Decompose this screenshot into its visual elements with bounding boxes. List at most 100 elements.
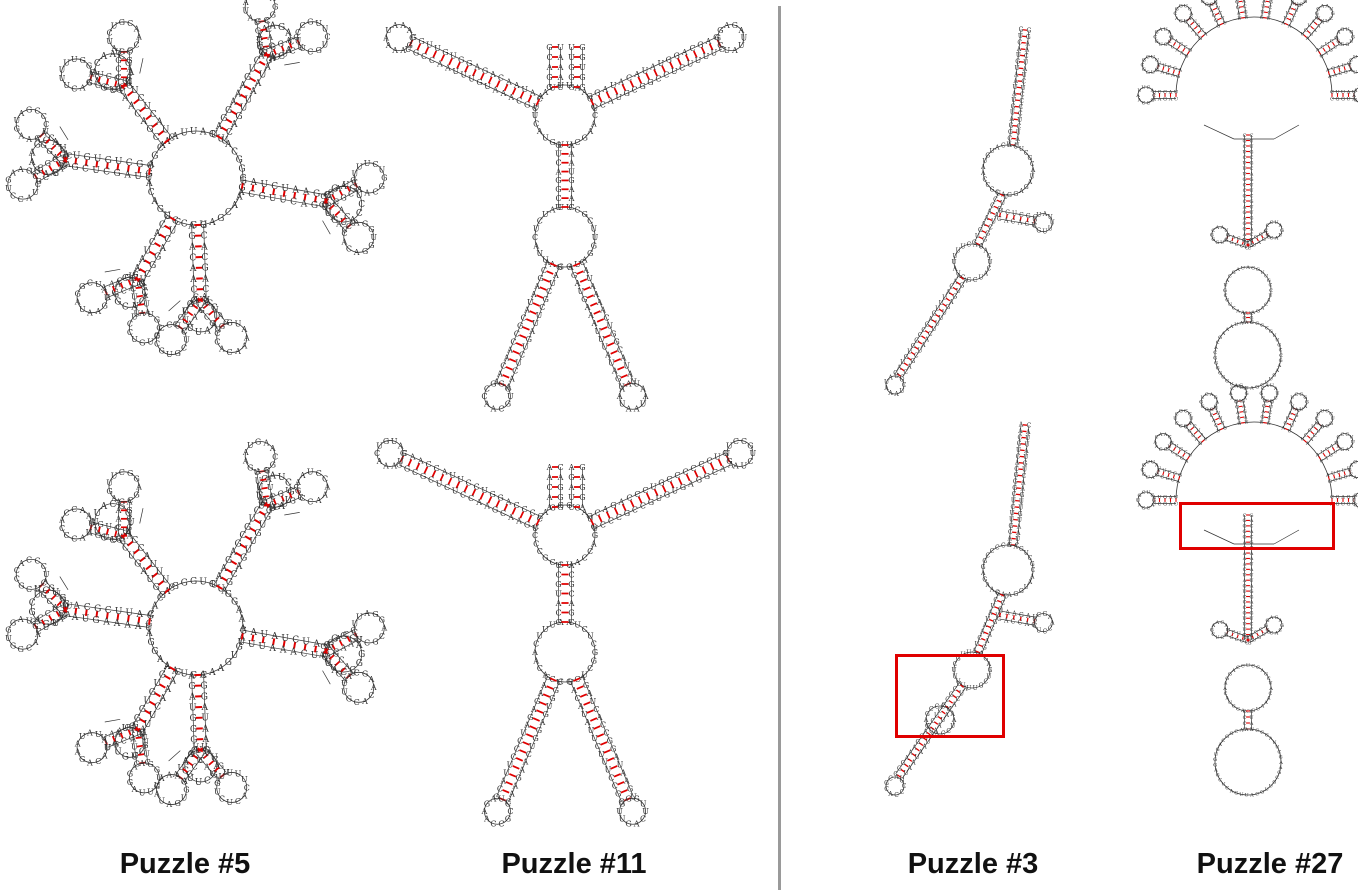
nucleotide: U — [1268, 681, 1272, 687]
nucleotide: U — [109, 86, 117, 96]
nucleotide: U — [143, 102, 151, 112]
nucleotide: A — [138, 759, 145, 768]
nucleotide: U — [299, 44, 306, 53]
nucleotide: G — [151, 647, 158, 657]
nucleotide: C — [1234, 398, 1238, 404]
nucleotide: C — [1147, 505, 1151, 511]
nucleotide: C — [546, 483, 552, 492]
nucleotide: A — [109, 50, 117, 60]
nucleotide: C — [71, 535, 77, 544]
nucleotide: A — [1167, 30, 1172, 36]
nucleotide: A — [483, 502, 490, 511]
backbone-link — [1273, 124, 1300, 140]
nucleotide: U — [1220, 240, 1224, 246]
nucleotide: G — [557, 483, 563, 492]
nucleotide: G — [235, 112, 242, 122]
nucleotide: G — [113, 740, 119, 749]
nucleotide: U — [899, 388, 904, 395]
nucleotide: U — [147, 337, 154, 346]
nucleotide: G — [1019, 588, 1024, 595]
nucleotide: G — [625, 819, 631, 828]
backbone-link — [139, 508, 144, 524]
nucleotide: A — [883, 385, 889, 392]
nucleotide: A — [102, 618, 110, 628]
nucleotide: A — [546, 493, 553, 502]
nucleotide: G — [278, 489, 284, 498]
nucleotide: G — [147, 162, 154, 172]
nucleotide: A — [18, 559, 25, 568]
nucleotide: U — [211, 130, 219, 140]
nucleotide: C — [136, 280, 142, 289]
nucleotide: G — [100, 83, 107, 93]
nucleotide: A — [417, 456, 424, 465]
nucleotide: G — [492, 505, 498, 514]
nucleotide: U — [1048, 214, 1053, 221]
nucleotide: C — [26, 585, 32, 594]
nucleotide: G — [587, 249, 593, 258]
nucleotide: A — [1024, 621, 1030, 628]
stem-backbone — [214, 51, 263, 135]
nucleotide: U — [650, 482, 657, 491]
nucleotide: G — [10, 619, 16, 628]
nucleotide: U — [1325, 19, 1329, 25]
nucleotide: G — [1237, 416, 1241, 422]
nucleotide: U — [1188, 6, 1192, 12]
nucleotide: U — [267, 483, 274, 492]
nucleotide: A — [113, 619, 121, 629]
nucleotide: A — [263, 62, 271, 72]
nucleotide: G — [568, 580, 574, 589]
nucleotide: C — [434, 464, 440, 473]
nucleotide: A — [115, 82, 122, 91]
nucleotide: C — [148, 188, 155, 198]
nucleotide: A — [473, 63, 480, 72]
nucleotide: A — [1269, 615, 1274, 621]
nucleotide: U — [199, 578, 207, 588]
nucleotide: G — [86, 78, 92, 87]
nucleotide: U — [256, 35, 263, 44]
nucleotide: U — [260, 630, 268, 640]
nucleotide: C — [690, 464, 696, 473]
nucleotide: U — [640, 799, 647, 808]
nucleotide: G — [1179, 19, 1183, 25]
nucleotide: A — [546, 503, 553, 512]
nucleotide: C — [262, 46, 268, 55]
nucleotide: C — [200, 671, 207, 681]
nucleotide: G — [1179, 42, 1183, 48]
nucleotide: C — [1158, 89, 1162, 95]
nucleotide: U — [615, 93, 622, 102]
nucleotide: C — [235, 797, 241, 806]
nucleotide: U — [1338, 476, 1342, 482]
nucleotide: U — [139, 788, 146, 797]
nucleotide: G — [1150, 97, 1154, 103]
nucleotide: G — [704, 472, 710, 481]
nucleotide: U — [86, 528, 93, 537]
nucleotide: U — [281, 50, 288, 59]
nucleotide: A — [249, 87, 257, 97]
nucleotide: G — [190, 221, 197, 231]
nucleotide: C — [741, 437, 747, 446]
nucleotide: G — [126, 56, 132, 65]
nucleotide: U — [356, 612, 363, 621]
nucleotide: C — [1320, 45, 1324, 51]
nucleotide: U — [1141, 85, 1145, 91]
nucleotide: U — [145, 624, 153, 634]
nucleotide: U — [147, 787, 154, 796]
nucleotide: C — [1254, 630, 1258, 636]
nucleotide: C — [181, 343, 187, 352]
nucleotide: A — [108, 280, 115, 289]
nucleotide: A — [1264, 383, 1269, 389]
nucleotide: A — [568, 185, 575, 194]
nucleotide: C — [1270, 220, 1274, 226]
nucleotide: C — [127, 19, 133, 28]
nucleotide: A — [1340, 494, 1345, 500]
nucleotide: C — [1235, 637, 1239, 643]
nucleotide: C — [995, 544, 1000, 551]
nucleotide: U — [32, 188, 39, 197]
nucleotide: G — [557, 503, 563, 512]
nucleotide: C — [122, 303, 129, 313]
nucleotide: A — [188, 243, 196, 253]
nucleotide: U — [1269, 405, 1273, 411]
nucleotide: G — [1225, 378, 1229, 384]
nucleotide: U — [1325, 42, 1329, 48]
nucleotide: C — [34, 557, 40, 566]
